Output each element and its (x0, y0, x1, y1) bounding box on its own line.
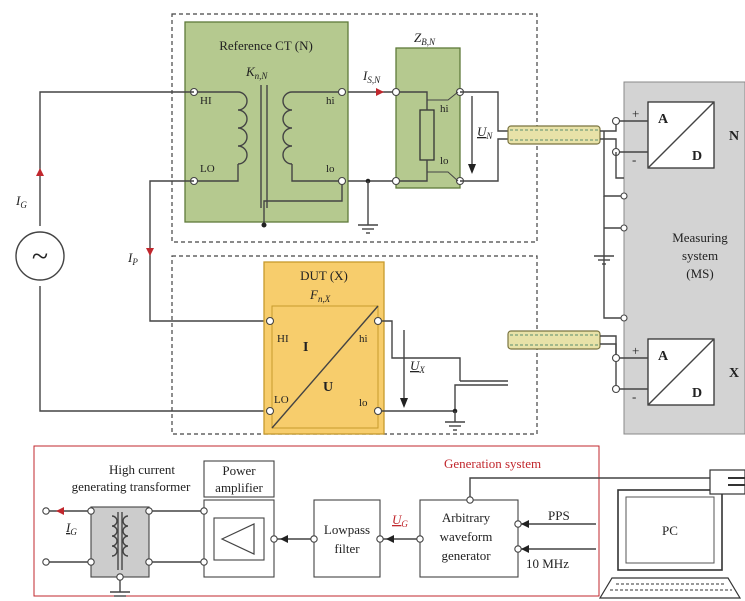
reference-title: Reference CT (N) (219, 38, 313, 53)
dut-lo-right-terminal (373, 406, 383, 416)
adc-x-plus: + (632, 343, 639, 358)
dut-title: DUT (X) (300, 268, 348, 283)
adc-x-d: D (692, 386, 702, 401)
hc-transformer-box (90, 506, 150, 578)
current-arrow-icon (376, 88, 384, 96)
ref-hi-right-label: hi (326, 95, 335, 107)
lowpass-label-2: filter (334, 541, 360, 556)
ig-arrow-icon (36, 168, 44, 176)
ug-label: UG (392, 512, 408, 529)
power-amp-label-2: amplifier (215, 480, 263, 495)
burden-lo-label: lo (440, 155, 449, 167)
adc-n-a: A (658, 112, 669, 127)
reference-transformer-symbol (194, 85, 343, 225)
ac-source-symbol: ~ (32, 240, 48, 273)
ref-core-ground-node (261, 222, 267, 228)
ten-mhz-label: 10 MHz (526, 556, 569, 571)
ux-label: UX (410, 358, 425, 375)
lowpass-label-1: Lowpass (324, 522, 370, 537)
dut-hi-left-terminal (265, 316, 275, 326)
generation-title: Generation system (444, 456, 541, 471)
burden-hi-label: hi (440, 103, 449, 115)
generation-system-box (33, 445, 600, 597)
ig-gen-arrow-icon (56, 507, 64, 515)
pc-label: PC (662, 523, 678, 538)
adc-n-minus: - (632, 152, 636, 167)
resistor-icon (419, 109, 435, 161)
dut-hi-left: HI (277, 333, 289, 345)
dut-hi-right: hi (359, 333, 368, 345)
ref-hi-right-terminal (337, 87, 347, 97)
ratio-label: Kn,N (245, 64, 268, 81)
dut-letter-i: I (303, 340, 308, 355)
transformer-label-1: High current (109, 462, 175, 477)
ms-label-2: system (682, 248, 718, 263)
gen-ground-icon (110, 591, 130, 597)
power-amp-label-1: Power (222, 463, 256, 478)
pps-label: PPS (548, 508, 570, 523)
dut-factor-label: Fn,X (309, 287, 331, 304)
dut-letter-u: U (323, 380, 333, 395)
awg-label-3: generator (441, 548, 491, 563)
ac-source-icon (15, 231, 65, 281)
hc-transformer-icon (111, 512, 129, 570)
awg-box (419, 499, 519, 578)
is-n-label: IS,N (362, 68, 381, 85)
burden-label: ZB,N (414, 30, 436, 47)
channel-n-label: N (729, 129, 739, 144)
dut-ground-icon (445, 421, 465, 431)
ms-label-3: (MS) (686, 266, 713, 281)
ig-label: IG (15, 193, 27, 210)
dut-hi-right-terminal (373, 316, 383, 326)
dut-enclosure (171, 255, 538, 435)
amplifier-icon (220, 523, 255, 555)
dut-lo-right: lo (359, 397, 368, 409)
channel-x-label: X (729, 366, 739, 381)
adc-n-d: D (692, 149, 702, 164)
ig-gen-label: IG (65, 520, 77, 537)
coax-cable-n (507, 125, 601, 145)
transformer-label-2: generating transformer (72, 479, 191, 494)
ip-label: IP (127, 250, 138, 267)
adc-x-minus: - (632, 389, 636, 404)
lowpass-filter-box (313, 499, 381, 578)
ref-lo-left-label: LO (200, 163, 215, 175)
adc-n-plus: + (632, 106, 639, 121)
ref-lo-right-label: lo (326, 163, 335, 175)
dut-lo-left: LO (274, 394, 289, 406)
coax-cable-x (507, 330, 601, 350)
un-label: UN (477, 124, 493, 141)
dut-lo-left-terminal (265, 406, 275, 416)
ref-hi-left-label: HI (200, 95, 212, 107)
ip-arrow-icon (146, 248, 154, 256)
awg-label-1: Arbitrary (442, 510, 491, 525)
ground-icon (358, 224, 378, 234)
ms-label-1: Measuring (672, 230, 728, 245)
adc-x-a: A (658, 349, 669, 364)
pc-icon (598, 469, 745, 599)
power-amplifier-label-box (203, 460, 275, 498)
awg-label-2: waveform (440, 529, 493, 544)
ref-lo-right-terminal (337, 176, 347, 186)
